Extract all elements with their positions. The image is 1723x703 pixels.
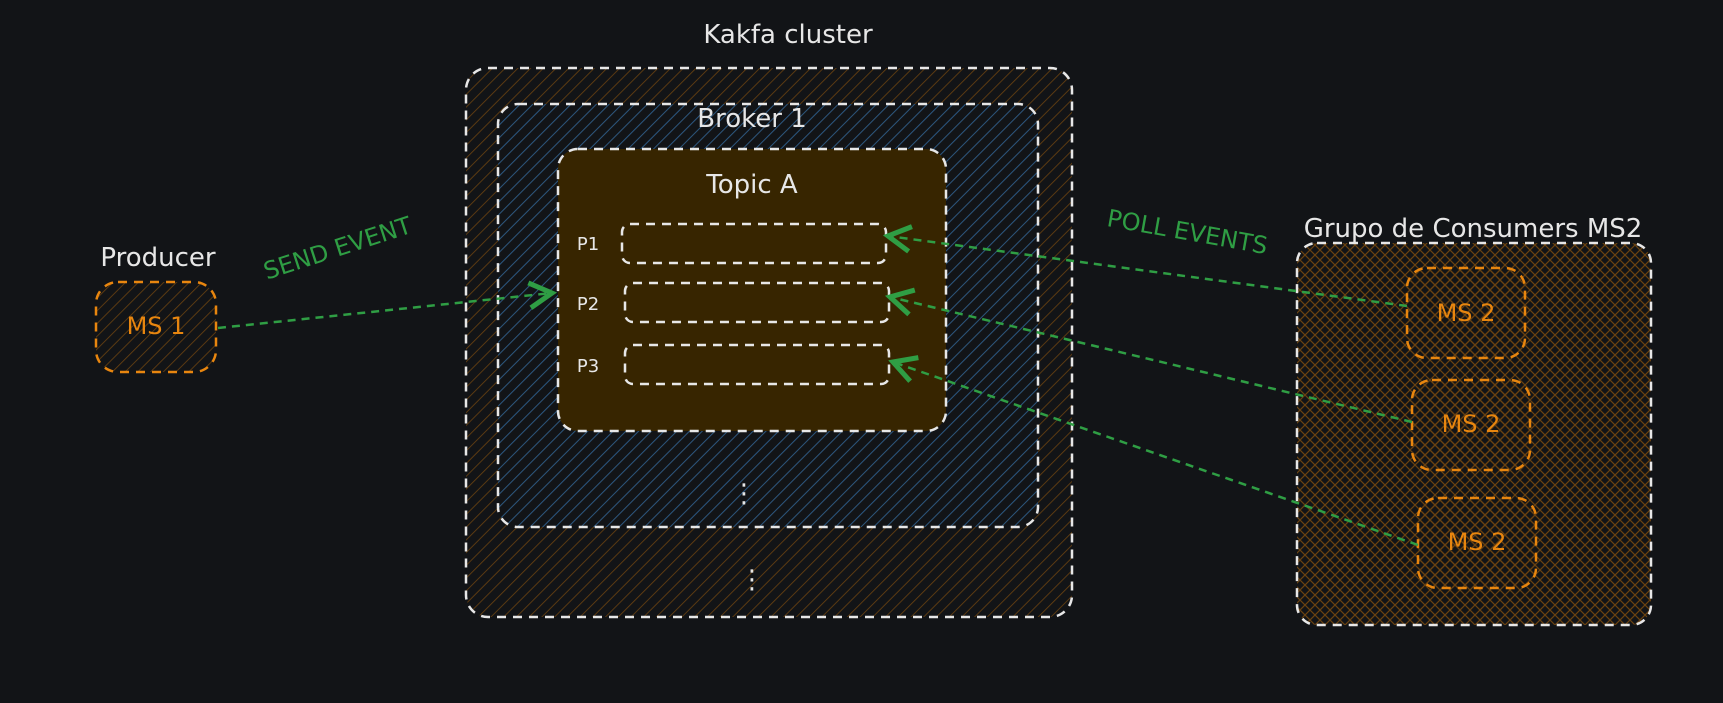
poll-events-label: POLL EVENTS (1105, 204, 1270, 260)
partition-p2[interactable] (623, 281, 891, 324)
consumer-node-3[interactable] (1416, 496, 1538, 590)
poll-arrow-p3 (893, 362, 1419, 547)
consumer-node-2[interactable] (1410, 378, 1532, 472)
topic-a-title: Topic A (705, 170, 798, 200)
partition-p3[interactable] (623, 343, 891, 386)
partition-p2-label: P2 (577, 294, 599, 315)
partition-p3-label: P3 (577, 356, 599, 377)
producer-node-ms1[interactable] (94, 280, 218, 374)
consumer-node-1[interactable] (1405, 266, 1527, 360)
kafka-cluster-title: Kakfa cluster (703, 20, 873, 50)
partition-p1[interactable] (620, 222, 888, 265)
consumer-node-3-label: MS 2 (1448, 528, 1507, 556)
consumer-node-1-label: MS 2 (1437, 299, 1496, 327)
send-event-label: SEND EVENT (260, 211, 415, 285)
broker-more-topics-ellipsis: ⋮ (731, 479, 757, 509)
producer-node-label: MS 1 (127, 312, 186, 340)
topic-a[interactable] (556, 147, 948, 433)
broker-1-title: Broker 1 (697, 104, 806, 134)
partition-p1-label: P1 (577, 234, 599, 255)
consumer-node-2-label: MS 2 (1442, 410, 1501, 438)
cluster-more-brokers-ellipsis: ⋮ (739, 565, 765, 595)
producer-title: Producer (100, 243, 216, 273)
poll-arrow-p2 (890, 297, 1413, 424)
poll-arrow-p1 (888, 236, 1408, 308)
consumer-group-title: Grupo de Consumers MS2 (1304, 214, 1643, 244)
